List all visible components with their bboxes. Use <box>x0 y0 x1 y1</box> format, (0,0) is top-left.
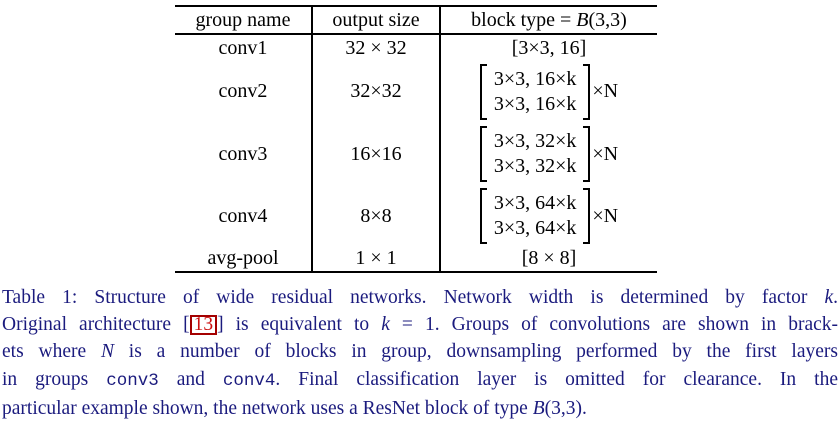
text-segment: conv3 <box>106 370 159 391</box>
column-header-0: group name <box>175 6 313 35</box>
text-segment: is a number of blocks in group, downsamp… <box>113 341 838 363</box>
caption-line-1: Table 1: Structure of wide residual netw… <box>2 284 838 311</box>
block-multiplier: ×N <box>592 80 619 102</box>
right-bracket <box>583 63 591 120</box>
matrix-line: 3×3, 64×k <box>493 217 577 239</box>
table-caption: Table 1: Structure of wide residual netw… <box>2 284 838 422</box>
text-segment: k <box>381 314 390 336</box>
table-head: group name output size block type = B(3,3) <box>175 6 657 35</box>
text-segment: B <box>532 397 545 419</box>
text-segment: ets where <box>2 341 101 363</box>
text-segment: (3,3). <box>544 397 587 419</box>
text-segment: Table 1: Structure of wide residual netw… <box>2 287 825 308</box>
group-name-cell: conv3 <box>175 122 313 186</box>
group-name-cell: conv1 <box>175 34 313 61</box>
block-plain-text: [8 × 8] <box>521 247 577 269</box>
text-segment: = 1. Groups of convolutions are shown in… <box>389 314 839 336</box>
text-segment: (3,3) <box>588 8 627 31</box>
output-size-cell: 1 × 1 <box>312 246 441 272</box>
matrix-bracket-group: 3×3, 64×k 3×3, 64×k <box>479 188 591 244</box>
block-multiplier: ×N <box>592 142 619 165</box>
caption-line-5: particular example shown, the network us… <box>2 395 838 422</box>
wrn-structure-table: group name output size block type = B(3,3)… <box>175 5 657 273</box>
matrix-line: 3×3, 32×k <box>493 155 577 177</box>
text-segment: . Final classification layer is omitted … <box>275 368 838 390</box>
text-segment: ] is equivalent to <box>217 314 382 336</box>
text-segment: output size <box>332 8 420 31</box>
group-name-cell: conv2 <box>175 61 313 122</box>
caption-line-4: in groups conv3 and conv4. Final classif… <box>2 366 838 395</box>
text-segment: block type = <box>471 8 577 31</box>
caption-line-2: Original architecture [13] is equivalent… <box>2 311 838 338</box>
matrix-bracket-group: 3×3, 32×k 3×3, 32×k <box>479 126 591 182</box>
matrix-body: 3×3, 32×k 3×3, 32×k <box>487 126 584 182</box>
text-segment: in groups <box>2 368 107 390</box>
output-size-cell: 8×8 <box>312 186 441 246</box>
right-bracket <box>583 126 591 182</box>
text-segment: k <box>824 287 834 308</box>
left-bracket <box>479 188 487 244</box>
block-type-cell: 3×3, 64×k 3×3, 64×k ×N <box>440 186 657 246</box>
text-segment: . <box>833 287 838 308</box>
output-size-cell: 16×16 <box>312 122 441 186</box>
left-bracket <box>479 126 487 182</box>
matrix-line: 3×3, 32×k <box>493 130 577 152</box>
text-segment: particular example shown, the network us… <box>2 397 533 419</box>
text-segment: conv4 <box>222 370 276 391</box>
left-bracket <box>479 63 487 120</box>
output-size-cell: 32 × 32 <box>312 34 441 61</box>
matrix-line: 3×3, 16×k <box>493 92 577 115</box>
text-segment: B <box>576 8 589 31</box>
block-plain-text: [3×3, 16] <box>511 36 587 59</box>
block-type-cell: 3×3, 32×k 3×3, 32×k ×N <box>440 122 657 186</box>
text-segment: group name <box>195 8 291 31</box>
group-name-cell: avg-pool <box>175 246 313 272</box>
column-header-1: output size <box>312 6 441 35</box>
text-segment: and <box>158 368 223 390</box>
output-size-cell: 32×32 <box>312 61 441 122</box>
text-segment: N <box>100 341 114 363</box>
citation-link-13[interactable]: 13 <box>189 315 218 336</box>
group-name-cell: conv4 <box>175 186 313 246</box>
column-header-2: block type = B(3,3) <box>440 6 657 35</box>
text-segment: Original architecture [ <box>2 314 190 336</box>
table-header-row: group name output size block type = B(3,3) <box>175 6 657 35</box>
block-type-cell: [8 × 8] <box>440 246 657 272</box>
block-type-cell: [3×3, 16] <box>440 34 657 61</box>
right-bracket <box>583 188 591 244</box>
caption-line-3: ets where N is a number of blocks in gro… <box>2 338 838 365</box>
matrix-line: 3×3, 64×k <box>493 192 577 214</box>
matrix-line: 3×3, 16×k <box>493 67 577 90</box>
matrix-body: 3×3, 64×k 3×3, 64×k <box>487 188 584 244</box>
block-multiplier: ×N <box>592 204 619 227</box>
